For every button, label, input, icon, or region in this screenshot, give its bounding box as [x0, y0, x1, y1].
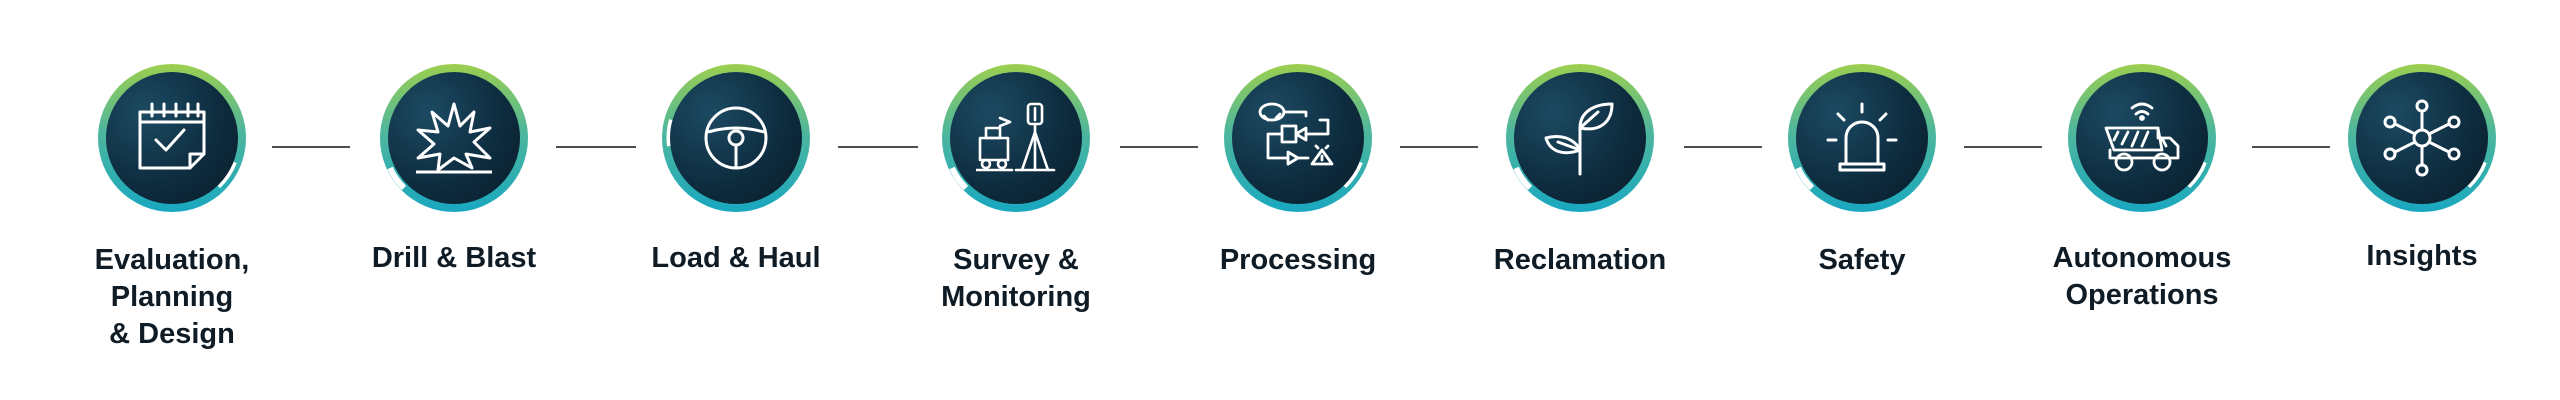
step-processing: Processing	[1158, 0, 1438, 400]
explosion-icon	[416, 102, 492, 174]
step-badge	[936, 58, 1096, 218]
step-evaluation: Evaluation, Planning & Design	[32, 0, 312, 400]
step-badge	[374, 58, 534, 218]
step-autonomous: Autonomous Operations	[2002, 0, 2282, 400]
step-safety: Safety	[1722, 0, 2002, 400]
connector-line	[556, 146, 636, 148]
step-badge	[92, 58, 252, 218]
connector-line	[838, 146, 918, 148]
step-survey: Survey & Monitoring	[876, 0, 1156, 400]
step-label: Load & Haul	[651, 242, 821, 274]
step-badge	[1500, 58, 1660, 218]
connector-line	[1964, 146, 2042, 148]
step-label: Drill & Blast	[371, 242, 537, 274]
step-label: Reclamation	[1493, 244, 1667, 276]
step-badge	[656, 58, 816, 218]
connector-line	[1120, 146, 1198, 148]
step-badge	[2062, 58, 2222, 218]
network-hub-icon	[2383, 99, 2461, 177]
alarm-beacon-icon	[1826, 102, 1898, 172]
step-drill-blast: Drill & Blast	[314, 0, 594, 400]
connector-line	[272, 146, 350, 148]
step-badge	[1218, 58, 1378, 218]
calendar-check-icon	[138, 102, 206, 170]
step-label: Insights	[2366, 240, 2478, 272]
step-label: Autonomous Operations	[2052, 242, 2232, 311]
step-label: Processing	[1219, 244, 1377, 276]
connector-line	[1684, 146, 1762, 148]
connector-line	[1400, 146, 1478, 148]
autonomous-truck-icon	[2104, 102, 2180, 172]
step-insights: Insights	[2282, 0, 2560, 400]
step-reclamation: Reclamation	[1440, 0, 1720, 400]
step-label: Survey & Monitoring	[941, 244, 1091, 313]
step-label: Evaluation, Planning & Design	[94, 244, 250, 350]
step-badge	[2342, 58, 2502, 218]
survey-equipment-icon	[976, 102, 1056, 172]
step-label: Safety	[1818, 244, 1906, 276]
plant-sprout-icon	[1544, 102, 1614, 176]
step-badge	[1782, 58, 1942, 218]
step-load-haul: Load & Haul	[596, 0, 876, 400]
process-flow-icon	[1258, 102, 1334, 166]
connector-line	[2252, 146, 2330, 148]
steering-wheel-icon	[704, 106, 768, 170]
